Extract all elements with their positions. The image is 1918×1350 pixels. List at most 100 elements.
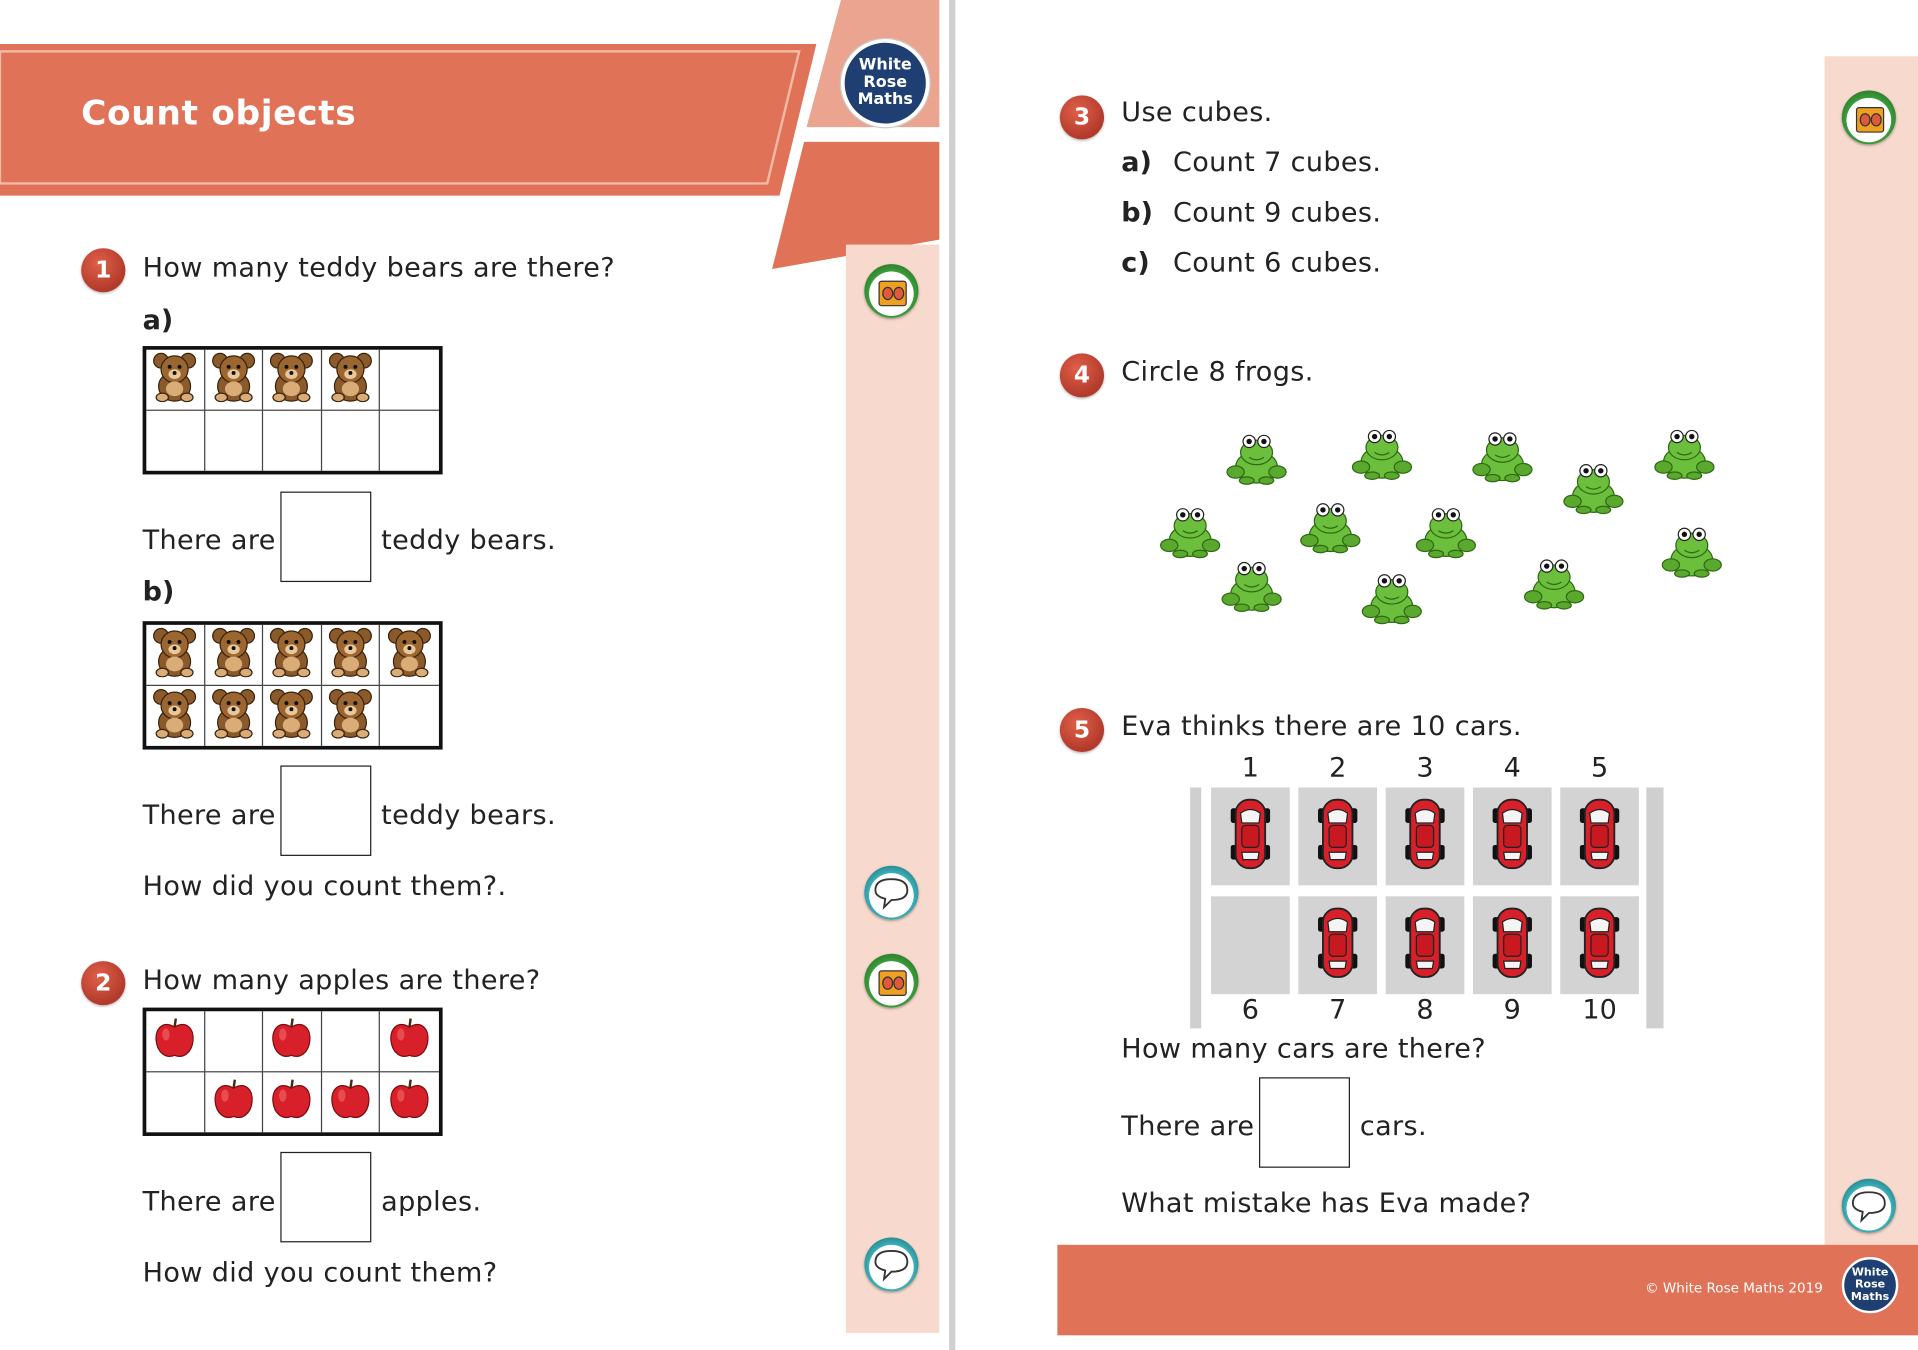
parking-space: [1211, 787, 1290, 886]
space-number: 10: [1582, 995, 1617, 1026]
apple-icon: [153, 1015, 197, 1066]
apple-icon: [211, 1076, 255, 1127]
ten-frame-cell: [146, 624, 205, 686]
car-icon: [1400, 796, 1449, 877]
question-text: Circle 8 frogs.: [1121, 357, 1314, 388]
ten-frame-cell: [263, 410, 322, 471]
apple-icon: [388, 1076, 432, 1127]
apple-icon: [270, 1015, 314, 1066]
ten-frame-cell: [263, 1071, 322, 1133]
teddy-bear-icon: [209, 351, 258, 407]
frog-icon[interactable]: [1350, 423, 1414, 487]
frog-icon[interactable]: [1360, 567, 1424, 631]
ten-frame-cell: [380, 1011, 439, 1072]
teddy-bear-icon: [150, 351, 199, 407]
parking-space: [1298, 787, 1378, 886]
cube-icon: [1841, 90, 1896, 145]
teddy-bear-icon: [209, 626, 258, 682]
white-rose-logo: White Rose Maths: [840, 39, 930, 128]
frog-icon[interactable]: [1470, 426, 1534, 490]
frog-icon[interactable]: [1660, 521, 1724, 585]
part-label: b): [142, 577, 175, 608]
ten-frame-cell: [263, 349, 322, 411]
left-side-strip: [845, 244, 940, 1333]
parking-divider: [1190, 787, 1202, 1029]
footer-bar: [1057, 1244, 1918, 1336]
speech-bubble-icon: [1841, 1178, 1896, 1233]
frog-icon[interactable]: [1522, 553, 1586, 617]
ten-frame: [142, 346, 443, 475]
parking-space: [1560, 896, 1639, 995]
car-icon: [1400, 905, 1449, 986]
car-icon: [1488, 796, 1537, 877]
frog-icon[interactable]: [1220, 555, 1284, 619]
question-number-badge: 3: [1059, 95, 1105, 140]
followup-question: How many cars are there?: [1121, 1034, 1486, 1066]
car-icon: [1488, 905, 1537, 986]
followup-question: What mistake has Eva made?: [1121, 1188, 1532, 1220]
car-icon: [1226, 796, 1275, 877]
part-label: a): [1121, 147, 1152, 179]
followup-question: How did you count them?.: [142, 871, 507, 903]
frog-icon[interactable]: [1298, 496, 1362, 560]
answer-box[interactable]: [1259, 1077, 1350, 1168]
answer-suffix: teddy bears.: [381, 800, 556, 832]
answer-box[interactable]: [280, 491, 372, 583]
question-number-badge: 2: [81, 961, 126, 1006]
space-number: 6: [1241, 995, 1260, 1026]
ten-frame-cell: [204, 624, 264, 686]
car-icon: [1575, 905, 1624, 986]
question-number-badge: 5: [1059, 708, 1105, 753]
space-number: 3: [1416, 753, 1434, 784]
cube-icon: [864, 264, 919, 318]
ten-frame-cell: [321, 624, 381, 686]
parking-space: [1385, 787, 1465, 886]
teddy-bear-icon: [267, 351, 316, 407]
frog-icon[interactable]: [1414, 501, 1478, 565]
ten-frame-cell: [380, 350, 439, 411]
answer-suffix: cars.: [1359, 1111, 1427, 1143]
ten-frame-cell: [205, 685, 264, 746]
teddy-bear-icon: [267, 688, 316, 744]
ten-frame-cell: [146, 410, 205, 471]
space-number: 4: [1503, 753, 1521, 784]
part-text: Count 6 cubes.: [1172, 248, 1382, 279]
frog-icon[interactable]: [1225, 428, 1289, 492]
ten-frame-cell: [380, 625, 439, 686]
ten-frame-cell: [380, 1072, 439, 1133]
frog-icon[interactable]: [1561, 457, 1625, 521]
teddy-bear-icon: [385, 626, 434, 682]
apple-icon: [388, 1015, 432, 1066]
question-number-badge: 4: [1059, 353, 1105, 398]
apple-icon: [328, 1076, 372, 1127]
ten-frame-cell: [263, 1011, 322, 1072]
answer-box[interactable]: [280, 765, 372, 856]
space-number: 9: [1503, 995, 1521, 1026]
page-divider: [949, 0, 956, 1350]
answer-suffix: teddy bears.: [381, 525, 556, 557]
parking-space: [1211, 896, 1290, 995]
question-text: How many apples are there?: [142, 966, 541, 997]
page-title: Count objects: [81, 92, 357, 134]
ten-frame-cell: [321, 349, 381, 411]
teddy-bear-icon: [326, 626, 375, 682]
ten-frame-cell: [321, 1011, 381, 1072]
frog-icon[interactable]: [1652, 423, 1716, 487]
ten-frame-cell: [380, 410, 439, 471]
teddy-bear-icon: [326, 351, 375, 407]
ten-frame: [142, 621, 443, 750]
parking-space: [1560, 787, 1639, 886]
copyright-text: © White Rose Maths 2019: [1645, 1280, 1823, 1297]
question-text: Eva thinks there are 10 cars.: [1121, 711, 1522, 743]
frog-icon[interactable]: [1158, 501, 1222, 565]
ten-frame-cell: [146, 1011, 205, 1072]
ten-frame-cell: [380, 685, 439, 746]
ten-frame-cell: [263, 685, 322, 746]
ten-frame-cell: [146, 349, 205, 411]
answer-box[interactable]: [280, 1151, 372, 1243]
space-number: 8: [1416, 995, 1434, 1026]
ten-frame-cell: [205, 410, 264, 471]
question-text: How many teddy bears are there?: [142, 253, 615, 284]
teddy-bear-icon: [326, 688, 375, 744]
